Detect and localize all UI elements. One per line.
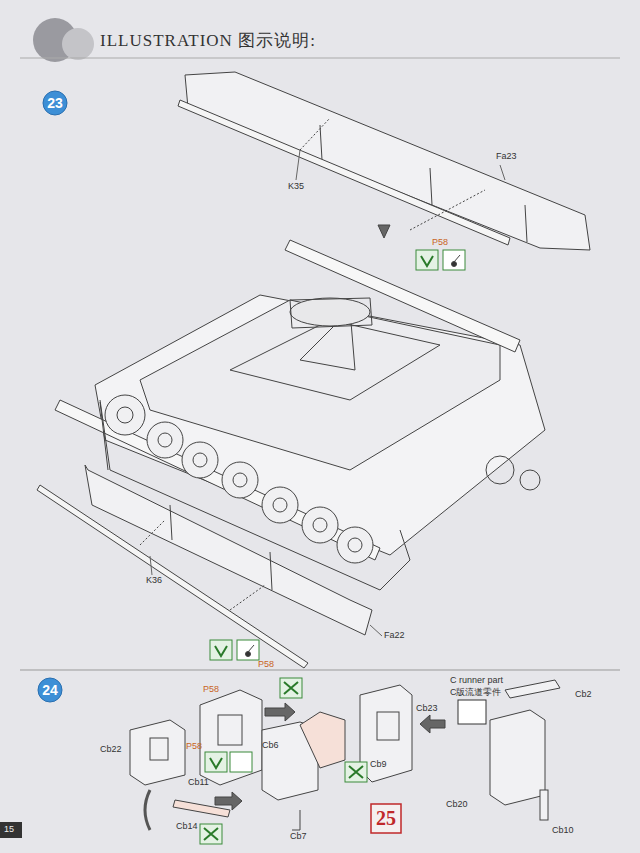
part-label: K35: [288, 182, 304, 192]
part-label: C版流道零件: [450, 688, 502, 698]
step-number: 23: [42, 90, 68, 116]
page-tab: [0, 822, 22, 838]
part-label: Cb11: [188, 778, 209, 788]
node-shape: [371, 804, 401, 833]
step-number: 24: [37, 677, 63, 703]
part-label: Fa22: [384, 631, 405, 641]
node-text: 24: [42, 682, 58, 698]
page-title: ILLUSTRATION 图示说明:: [100, 32, 316, 51]
part-label: Cb20: [446, 800, 468, 810]
part-label: P58: [432, 238, 448, 248]
part-label: Cb22: [100, 745, 122, 755]
part-label: Cb10: [552, 826, 574, 836]
part-label: P58: [258, 660, 274, 670]
step-24-drawing: [130, 678, 560, 844]
part-label: C runner part: [450, 676, 503, 686]
part-label: Cb2: [575, 690, 592, 700]
node-text: 23: [47, 95, 63, 111]
node-shape: [38, 678, 62, 702]
node-shape: [43, 91, 67, 115]
part-label: P58: [203, 685, 219, 695]
page-number: 15: [4, 825, 14, 835]
part-label: K36: [146, 576, 162, 586]
page-number-box: 25: [370, 803, 402, 834]
part-label: Cb23: [416, 704, 438, 714]
part-label: Cb9: [370, 760, 387, 770]
part-label: P58: [186, 742, 202, 752]
part-label: Fa23: [496, 152, 517, 162]
node-text: 25: [376, 807, 396, 830]
part-label: Cb6: [262, 741, 279, 751]
header-decor: [20, 18, 620, 62]
step-23-drawing: [37, 72, 590, 668]
part-label: Cb14: [176, 822, 198, 832]
part-label: Cb7: [290, 832, 307, 842]
